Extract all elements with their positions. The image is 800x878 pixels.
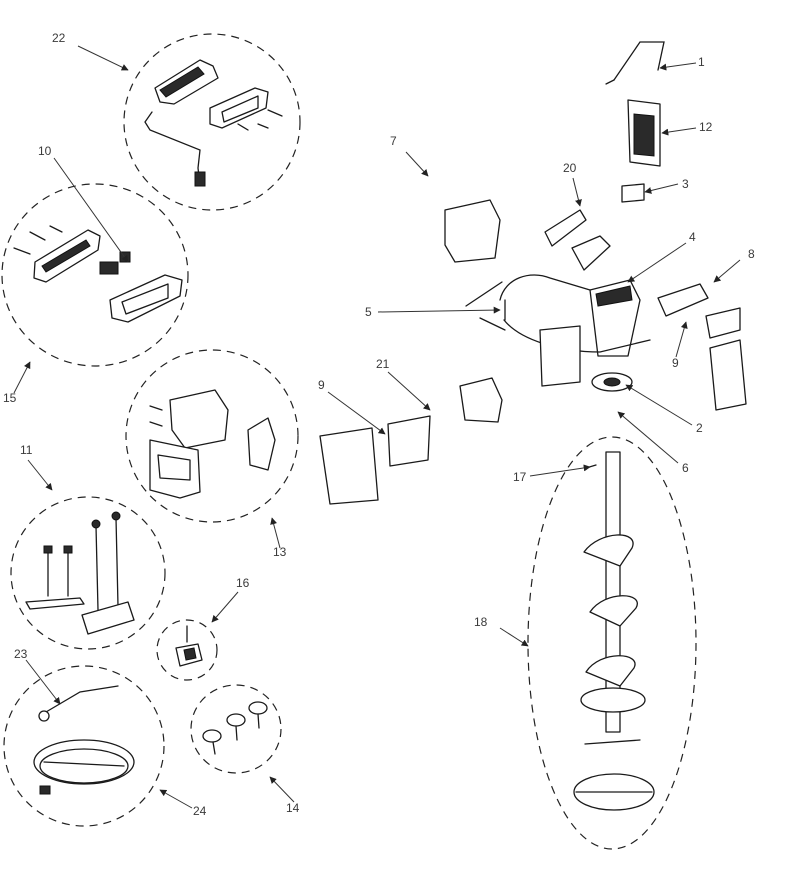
callout-6: 6: [682, 461, 689, 475]
blade-guard-24: [33, 685, 135, 795]
callout-1: 1: [698, 55, 705, 69]
clamp-16: [175, 625, 203, 667]
callout-2: 2: [696, 421, 703, 435]
group-11-outline: [10, 496, 166, 650]
callout-24: 24: [193, 804, 207, 818]
callout-16: 16: [236, 576, 250, 590]
callout-21: 21: [376, 357, 390, 371]
callout-12: 12: [699, 120, 713, 134]
battery-area: [605, 41, 665, 203]
spring-rod-assembly-11: [25, 511, 135, 635]
callout-4: 4: [689, 230, 696, 244]
group-16-outline: [156, 619, 218, 681]
handle-assembly-15: [13, 225, 183, 323]
callout-8: 8: [748, 247, 755, 261]
group-13-outline: [125, 349, 299, 523]
group-24-outline: [3, 665, 165, 827]
callout-11: 11: [20, 443, 33, 457]
callout-5: 5: [365, 305, 372, 319]
leader-lines: [13, 45, 741, 809]
callout-13: 13: [273, 545, 287, 559]
callout-9-right: 9: [672, 356, 679, 370]
callout-3: 3: [682, 177, 689, 191]
callout-7: 7: [390, 134, 397, 148]
callout-18: 18: [474, 615, 488, 629]
group-14-outline: [190, 684, 282, 774]
group-15-outline: [1, 183, 189, 367]
handle-assembly-22: [144, 59, 283, 187]
callout-22: 22: [52, 31, 66, 45]
callout-10: 10: [38, 144, 52, 158]
bolts-14: [202, 701, 268, 755]
callout-17: 17: [513, 470, 527, 484]
power-head-assembly: [319, 199, 747, 505]
callout-14: 14: [286, 801, 300, 815]
group-18-outline: [527, 436, 697, 850]
callout-20: 20: [563, 161, 577, 175]
callout-9-left: 9: [318, 378, 325, 392]
auger-18: [573, 451, 655, 811]
callout-23: 23: [14, 647, 28, 661]
housing-assembly-13: [149, 389, 276, 499]
group-22-outline: [123, 33, 301, 211]
callout-15: 15: [3, 391, 17, 405]
callout-labels: 1 12 3 20 7 4 8 5 9 21 9 2 6 17 18 22 10…: [3, 31, 755, 818]
